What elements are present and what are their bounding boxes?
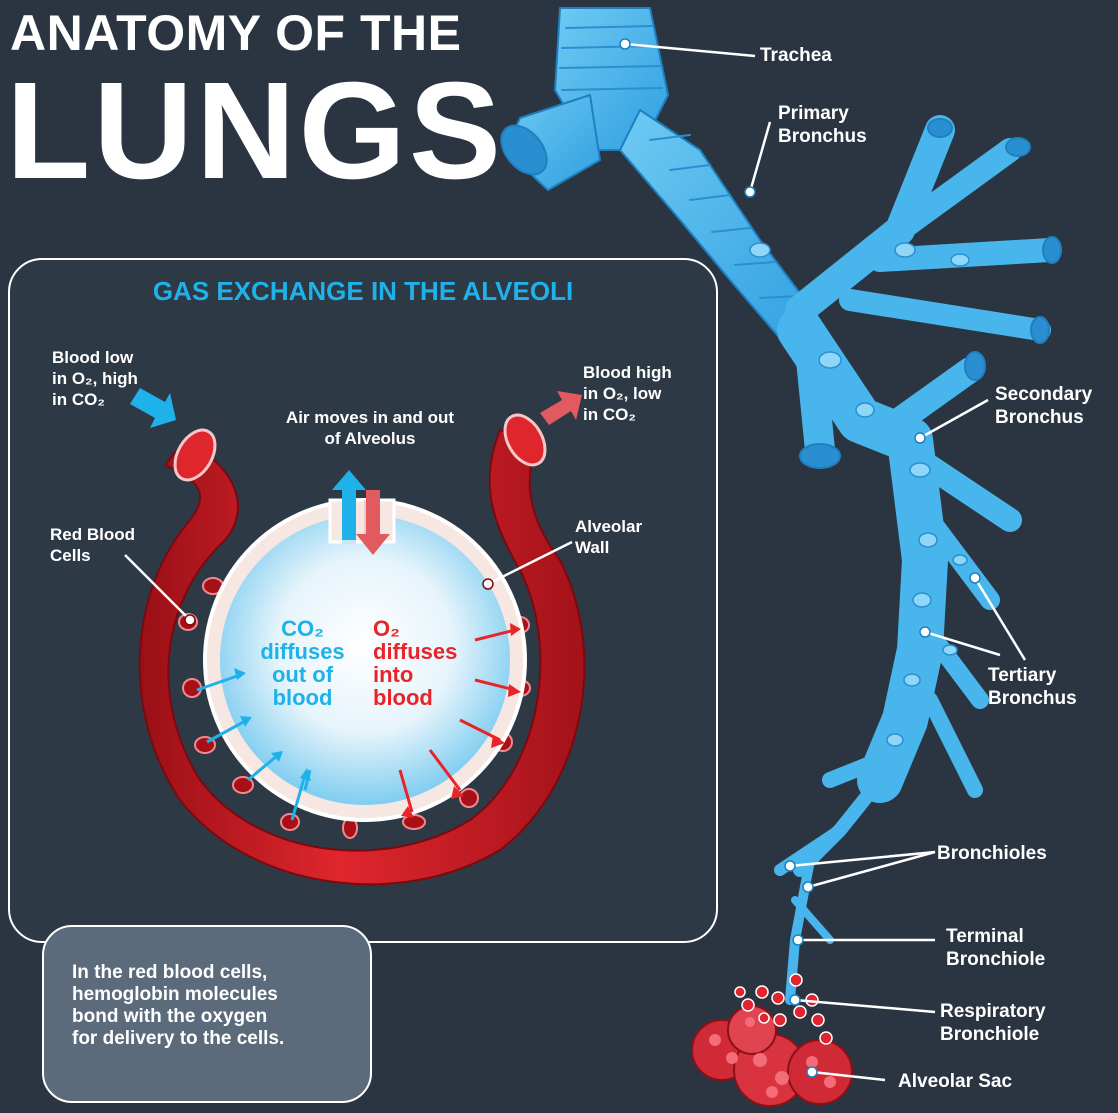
label-alveolar-sac: Alveolar Sac [898, 1070, 1012, 1093]
label-terminal-bronchiole: Terminal Bronchiole [946, 925, 1045, 971]
label-bronchioles: Bronchioles [937, 842, 1047, 865]
blood-out-arrow [540, 391, 582, 425]
label-red-blood-cells: Red Blood Cells [50, 524, 135, 566]
alveolar-sac-cluster [692, 974, 852, 1106]
label-trachea: Trachea [760, 44, 832, 67]
label-blood-high: Blood high in O₂, low in CO₂ [583, 362, 672, 425]
label-tertiary-bronchus: Tertiary Bronchus [988, 664, 1077, 710]
label-secondary-bronchus: Secondary Bronchus [995, 383, 1092, 429]
co2-diffusion-text: CO₂ diffuses out of blood [250, 617, 355, 709]
o2-diffusion-text: O₂ diffuses into blood [373, 617, 483, 709]
label-alveolar-wall: Alveolar Wall [575, 516, 642, 558]
label-air-moves: Air moves in and out of Alveolus [255, 407, 485, 449]
callout-text: In the red blood cells, hemoglobin molec… [72, 962, 362, 1050]
label-blood-low: Blood low in O₂, high in CO₂ [52, 347, 138, 410]
label-respiratory-bronchiole: Respiratory Bronchiole [940, 1000, 1046, 1046]
label-primary-bronchus: Primary Bronchus [778, 102, 867, 148]
